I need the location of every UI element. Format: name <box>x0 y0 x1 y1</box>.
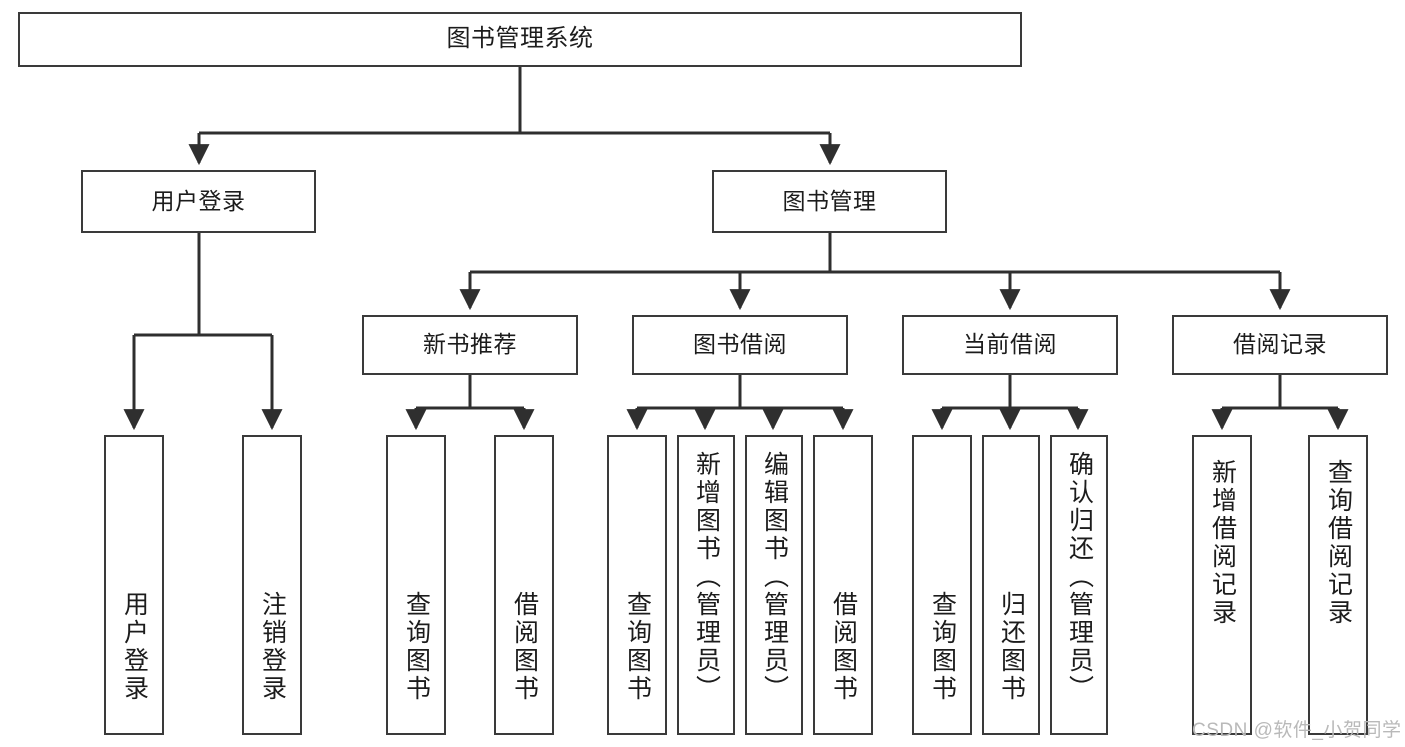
leaf-query-book-borrow[interactable]: 查询图书 <box>607 435 667 735</box>
node-label: 编辑图书（管理员） <box>760 451 789 703</box>
node-label: 借阅图书 <box>510 591 539 703</box>
leaf-query-book-recommend[interactable]: 查询图书 <box>386 435 446 735</box>
leaf-borrow-book-recommend[interactable]: 借阅图书 <box>494 435 554 735</box>
node-label: 查询借阅记录 <box>1324 459 1353 627</box>
node-borrow-record[interactable]: 借阅记录 <box>1172 315 1388 375</box>
node-new-book-recommend[interactable]: 新书推荐 <box>362 315 578 375</box>
leaf-query-book-current[interactable]: 查询图书 <box>912 435 972 735</box>
node-label: 借阅记录 <box>1233 331 1327 358</box>
leaf-logout[interactable]: 注销登录 <box>242 435 302 735</box>
node-label: 注销登录 <box>258 591 287 703</box>
node-label: 归还图书 <box>997 591 1026 703</box>
node-label: 查询图书 <box>623 591 652 703</box>
node-book-borrow[interactable]: 图书借阅 <box>632 315 848 375</box>
node-book-management[interactable]: 图书管理 <box>712 170 947 233</box>
node-label: 当前借阅 <box>963 331 1057 358</box>
node-label: 新增图书（管理员） <box>692 451 721 703</box>
node-label: 新增借阅记录 <box>1208 459 1237 627</box>
leaf-return-book[interactable]: 归还图书 <box>982 435 1040 735</box>
leaf-add-book-admin[interactable]: 新增图书（管理员） <box>677 435 735 735</box>
leaf-edit-book-admin[interactable]: 编辑图书（管理员） <box>745 435 803 735</box>
node-label: 图书管理 <box>782 187 877 214</box>
leaf-add-borrow-record[interactable]: 新增借阅记录 <box>1192 435 1252 735</box>
leaf-confirm-return-admin[interactable]: 确认归还（管理员） <box>1050 435 1108 735</box>
node-label: 图书管理系统 <box>446 25 594 53</box>
node-user-login[interactable]: 用户登录 <box>81 170 316 233</box>
node-label: 借阅图书 <box>829 591 858 703</box>
node-label: 图书借阅 <box>693 331 787 358</box>
node-label: 确认归还（管理员） <box>1065 451 1094 703</box>
node-label: 查询图书 <box>928 591 957 703</box>
leaf-borrow-book[interactable]: 借阅图书 <box>813 435 873 735</box>
node-label: 新书推荐 <box>423 331 517 358</box>
node-label: 用户登录 <box>120 591 149 703</box>
node-label: 查询图书 <box>402 591 431 703</box>
leaf-query-borrow-record[interactable]: 查询借阅记录 <box>1308 435 1368 735</box>
node-current-borrow[interactable]: 当前借阅 <box>902 315 1118 375</box>
node-label: 用户登录 <box>151 187 246 214</box>
leaf-user-login[interactable]: 用户登录 <box>104 435 164 735</box>
node-root-system[interactable]: 图书管理系统 <box>18 12 1022 67</box>
